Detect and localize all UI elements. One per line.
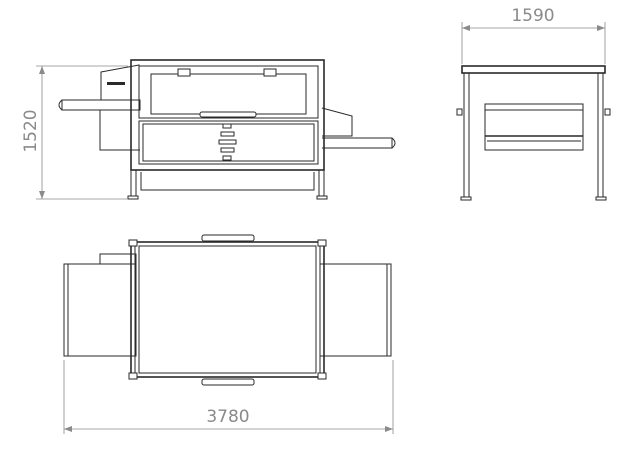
depth-label: 1590	[511, 6, 554, 26]
side-view	[456, 65, 611, 201]
length-label: 3780	[206, 407, 249, 427]
top-view	[63, 234, 392, 386]
height-dimension: 1520	[21, 65, 128, 200]
length-dimension: 3780	[63, 360, 394, 434]
height-label: 1520	[21, 109, 41, 152]
front-view	[58, 59, 396, 200]
depth-dimension: 1590	[461, 6, 606, 64]
logo-mark	[107, 82, 125, 85]
